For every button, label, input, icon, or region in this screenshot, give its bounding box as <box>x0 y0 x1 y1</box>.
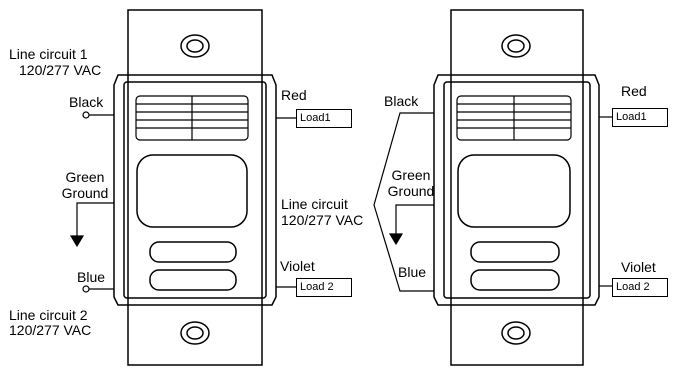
right-sensor-grille <box>456 95 572 141</box>
left-load1-box: Load1 <box>296 109 352 128</box>
left-sensor-lens <box>136 154 248 228</box>
right-red-wire-label: Red <box>621 83 647 99</box>
right-load2-box: Load 2 <box>612 278 668 297</box>
right-ground-label: Ground <box>387 183 435 199</box>
right-sensor-switch <box>433 9 600 366</box>
right-wallplate <box>450 9 584 366</box>
left-line-circuit-1-title: Line circuit 1 <box>9 46 88 62</box>
left-line-circuit-1-voltage: 120/277 VAC <box>19 62 102 78</box>
left-top-screw <box>180 34 210 58</box>
right-green-wire-label: Green <box>391 167 431 183</box>
left-black-wire-label: Black <box>69 94 104 110</box>
right-black-wire-label: Black <box>384 93 419 109</box>
left-wires <box>69 111 296 293</box>
left-green-wire-label: Green <box>65 169 105 185</box>
right-sensor-body <box>433 74 600 306</box>
left-blue-wire-label: Blue <box>77 269 106 285</box>
right-violet-wire-label: Violet <box>621 259 656 275</box>
left-wallplate <box>127 9 263 366</box>
left-line-circuit-2-voltage: 120/277 VAC <box>9 322 92 338</box>
left-line-circuit-2-title: Line circuit 2 <box>9 307 88 323</box>
right-sensor-face <box>443 81 591 299</box>
right-load1-box: Load1 <box>612 108 668 127</box>
right-line-circuit-voltage: 120/277 VAC <box>281 212 364 228</box>
right-wires <box>373 112 614 292</box>
left-red-wire-label: Red <box>281 87 307 103</box>
left-sensor-switch <box>113 9 277 366</box>
right-blue-wire-label: Blue <box>398 264 427 280</box>
right-button-2 <box>470 269 560 291</box>
left-violet-wire-label: Violet <box>280 258 315 274</box>
left-button-2 <box>149 269 237 291</box>
left-sensor-body <box>113 74 277 306</box>
right-top-screw <box>501 34 531 58</box>
left-button-1 <box>149 241 237 263</box>
right-bottom-screw <box>501 321 531 345</box>
left-sensor-grille <box>135 95 249 141</box>
left-sensor-face <box>123 81 267 299</box>
right-sensor-lens <box>457 154 571 228</box>
right-button-1 <box>470 241 560 263</box>
left-load2-box: Load 2 <box>296 278 352 297</box>
left-bottom-screw <box>180 321 210 345</box>
left-ground-label: Ground <box>61 185 109 201</box>
right-line-circuit-title: Line circuit <box>281 196 348 212</box>
